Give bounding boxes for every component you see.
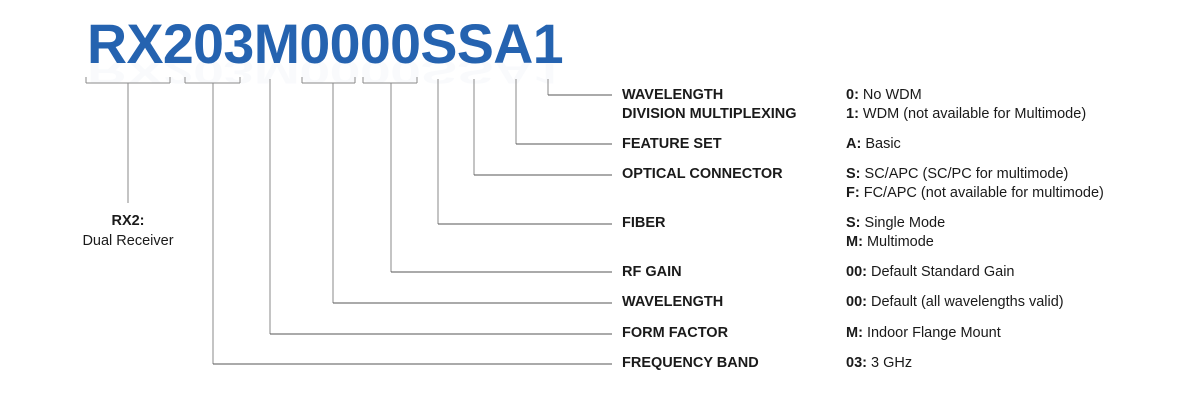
option-row: M: Indoor Flange Mount xyxy=(846,324,1001,343)
field-label-frequency-band: FREQUENCY BAND xyxy=(622,354,759,373)
field-values-wavelength: 00: Default (all wavelengths valid) xyxy=(846,293,1064,312)
field-values-rf-gain: 00: Default Standard Gain xyxy=(846,263,1014,282)
option-row: S: Single Mode xyxy=(846,214,945,233)
option-text: Indoor Flange Mount xyxy=(862,325,1001,341)
field-label-wdm: WAVELENGTH DIVISION MULTIPLEXING xyxy=(622,86,797,124)
option-code: M: xyxy=(846,325,863,341)
prefix-description: Dual Receiver xyxy=(82,233,174,249)
option-row: M: Multimode xyxy=(846,233,945,252)
field-label-line: WAVELENGTH xyxy=(622,87,724,103)
part-number-title: RX203M0000SSA1 xyxy=(87,13,564,75)
option-text: FC/APC (not available for multimode) xyxy=(859,185,1104,201)
option-row: 00: Default Standard Gain xyxy=(846,263,1014,282)
option-row: A: Basic xyxy=(846,135,901,154)
option-code: 1: xyxy=(846,106,859,122)
option-code: 00: xyxy=(846,264,867,280)
field-values-feature-set: A: Basic xyxy=(846,135,901,154)
field-label-fiber: FIBER xyxy=(622,214,666,233)
field-values-optical-connector: S: SC/APC (SC/PC for multimode) F: FC/AP… xyxy=(846,165,1104,203)
option-row: 03: 3 GHz xyxy=(846,354,912,373)
field-label-feature-set: FEATURE SET xyxy=(622,135,722,154)
option-text: 3 GHz xyxy=(866,355,913,371)
option-code: A: xyxy=(846,136,862,152)
option-code: S: xyxy=(846,166,861,182)
option-text: Default (all wavelengths valid) xyxy=(866,294,1064,310)
field-label-line: OPTICAL CONNECTOR xyxy=(622,166,783,182)
option-code: S: xyxy=(846,215,861,231)
field-label-line: FREQUENCY BAND xyxy=(622,355,759,371)
option-code: F: xyxy=(846,185,860,201)
option-row: 1: WDM (not available for Multimode) xyxy=(846,105,1086,124)
option-row: 0: No WDM xyxy=(846,86,1086,105)
field-label-line: FORM FACTOR xyxy=(622,325,729,341)
option-text: Single Mode xyxy=(860,215,946,231)
option-text: No WDM xyxy=(858,87,922,103)
option-row: F: FC/APC (not available for multimode) xyxy=(846,184,1104,203)
option-text: SC/APC (SC/PC for multimode) xyxy=(860,166,1069,182)
field-values-wdm: 0: No WDM 1: WDM (not available for Mult… xyxy=(846,86,1086,124)
field-values-fiber: S: Single Mode M: Multimode xyxy=(846,214,945,252)
option-code: M: xyxy=(846,234,863,250)
field-label-line: FIBER xyxy=(622,215,666,231)
option-code: 0: xyxy=(846,87,859,103)
field-values-frequency-band: 03: 3 GHz xyxy=(846,354,912,373)
prefix-code: RX2: xyxy=(111,213,145,229)
field-label-line: RF GAIN xyxy=(622,264,682,280)
field-values-form-factor: M: Indoor Flange Mount xyxy=(846,324,1001,343)
prefix-note: RX2: Dual Receiver xyxy=(58,211,198,251)
option-code: 00: xyxy=(846,294,867,310)
field-label-form-factor: FORM FACTOR xyxy=(622,324,728,343)
option-row: 00: Default (all wavelengths valid) xyxy=(846,293,1064,312)
option-code: 03: xyxy=(846,355,867,371)
field-label-line: DIVISION MULTIPLEXING xyxy=(622,106,797,122)
option-text: WDM (not available for Multimode) xyxy=(858,106,1087,122)
field-label-wavelength: WAVELENGTH xyxy=(622,293,723,312)
option-text: Default Standard Gain xyxy=(866,264,1015,280)
option-text: Basic xyxy=(861,136,901,152)
field-label-optical-connector: OPTICAL CONNECTOR xyxy=(622,165,783,184)
option-row: S: SC/APC (SC/PC for multimode) xyxy=(846,165,1104,184)
field-label-rf-gain: RF GAIN xyxy=(622,263,682,282)
field-label-line: FEATURE SET xyxy=(622,136,722,152)
option-text: Multimode xyxy=(862,234,934,250)
field-label-line: WAVELENGTH xyxy=(622,294,724,310)
